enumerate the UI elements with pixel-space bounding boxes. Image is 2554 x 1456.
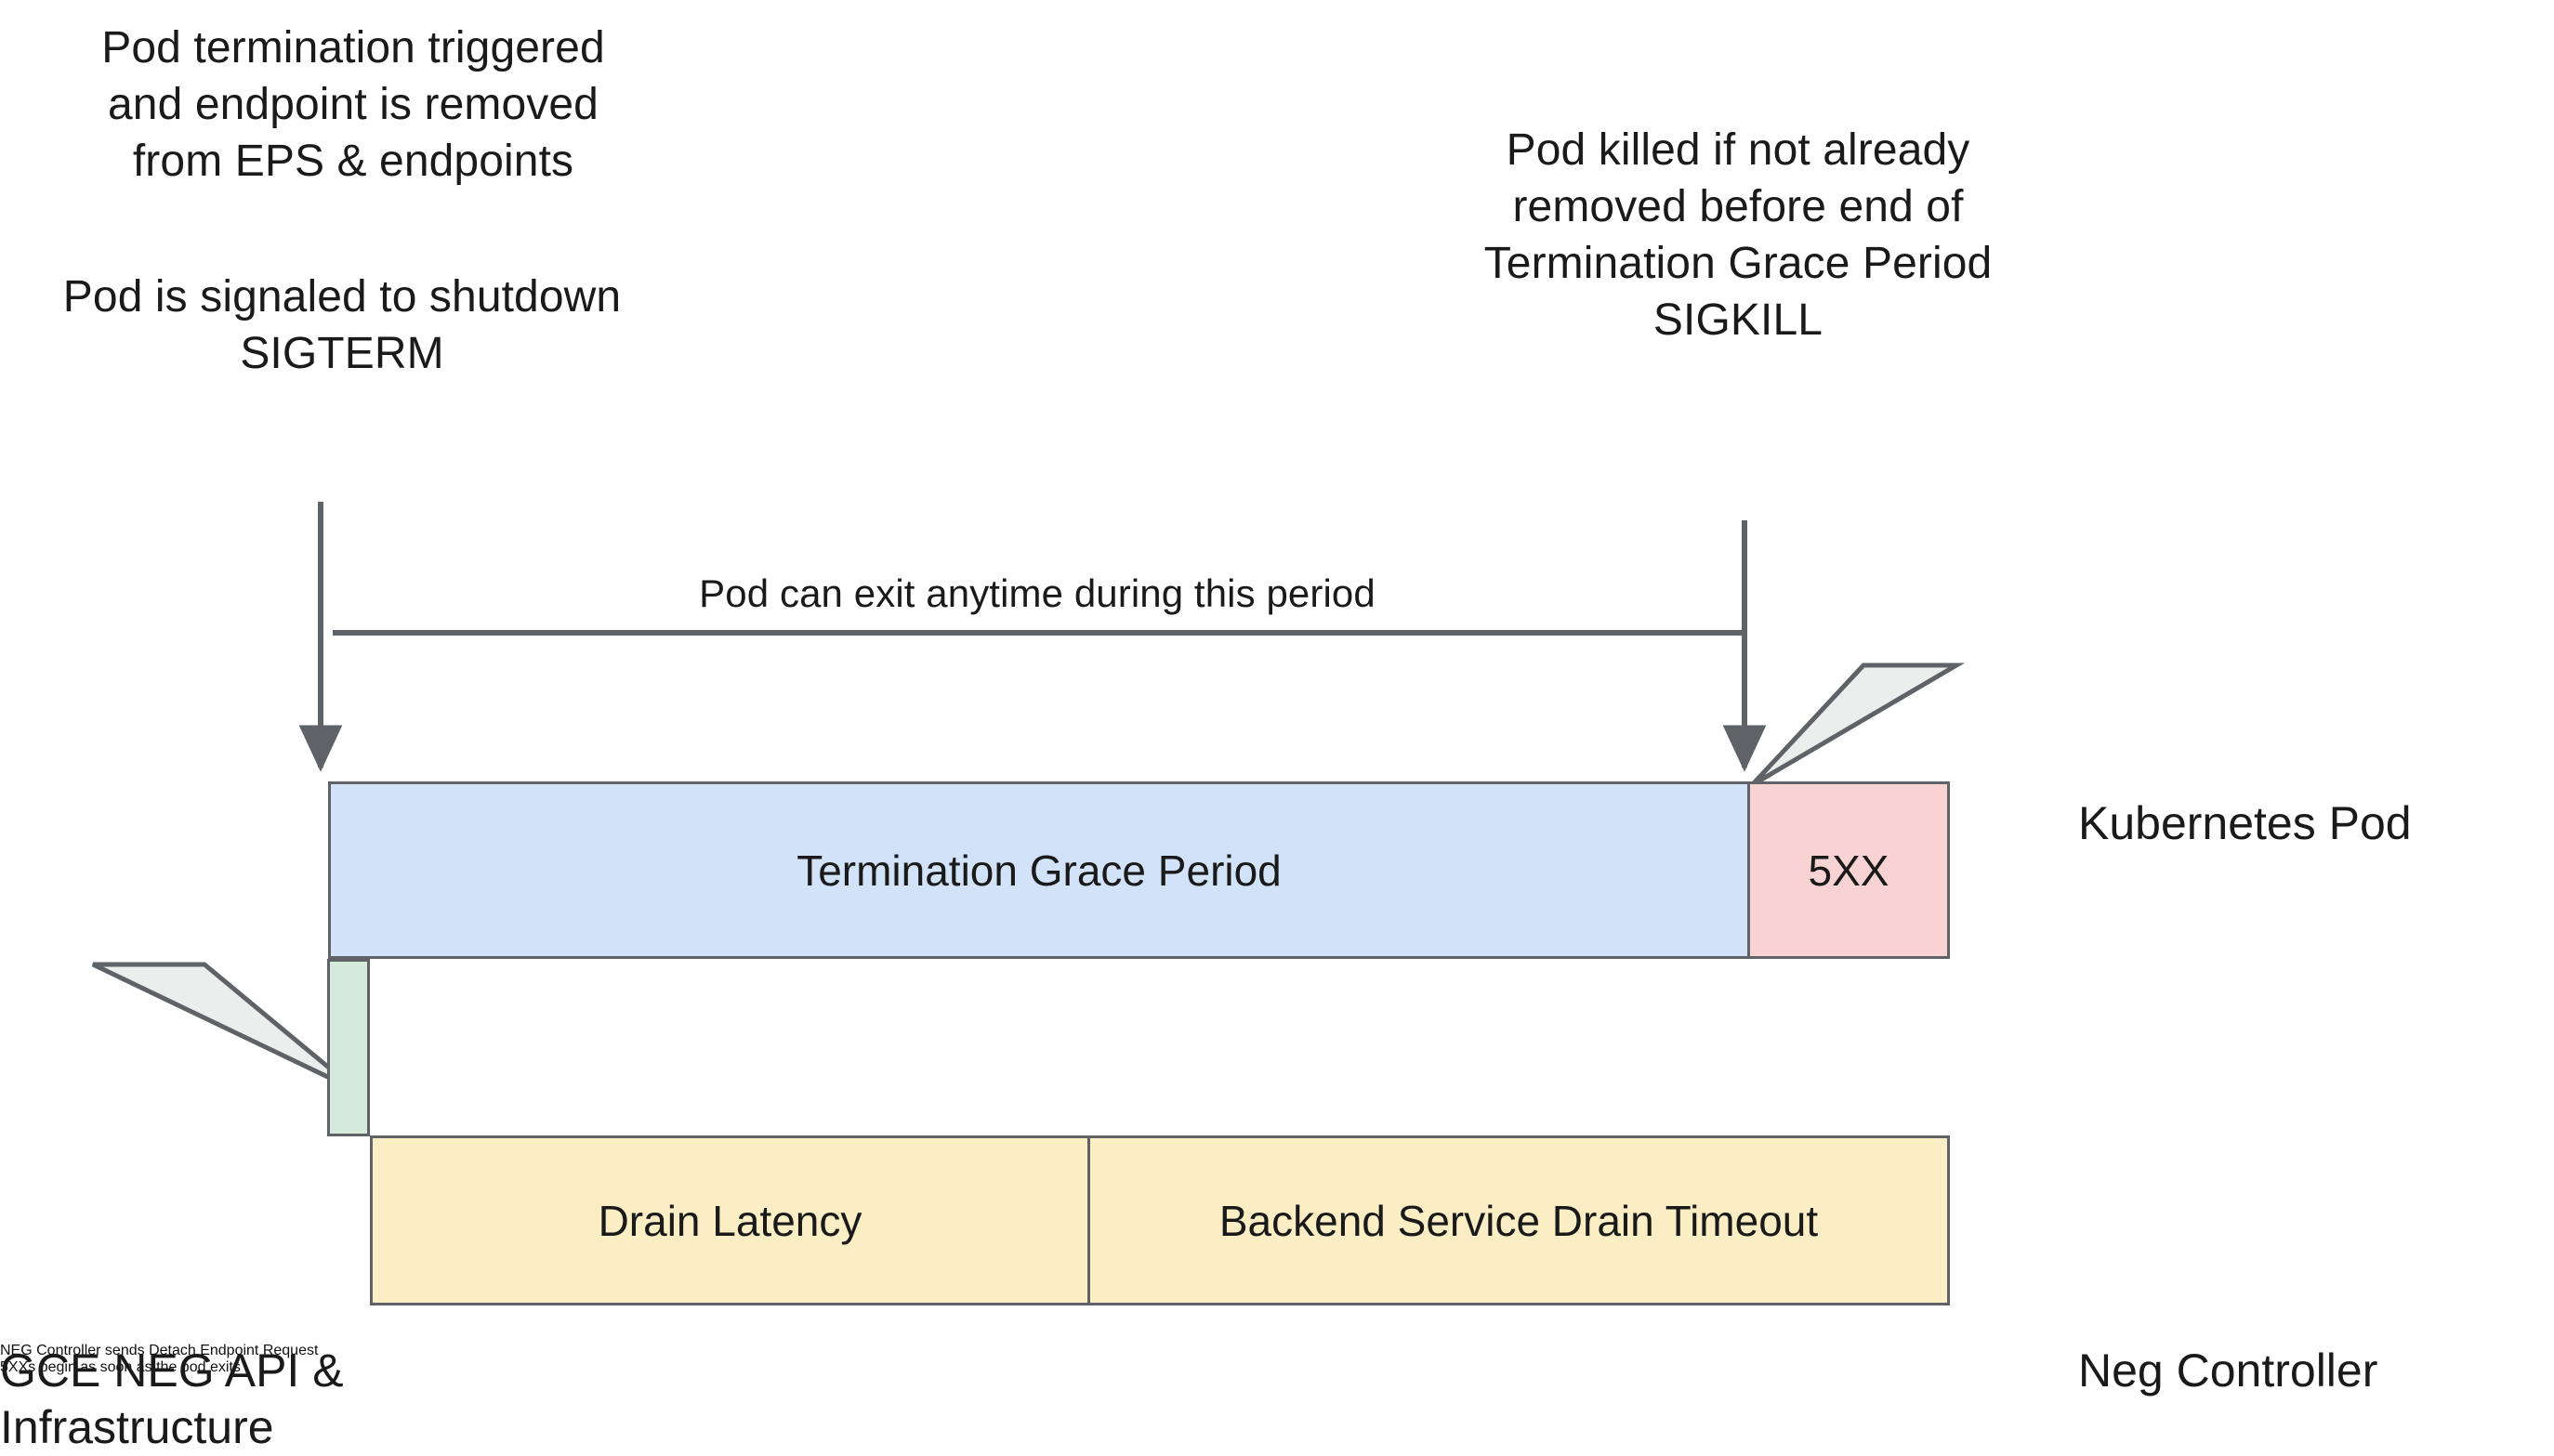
diagram-canvas: Pod termination triggered and endpoint i…	[0, 23, 2412, 1453]
bar-backend-service-drain-timeout[interactable]: Backend Service Drain Timeout	[1087, 1135, 1950, 1305]
annotation-pod-sigterm: Pod is signaled to shutdown SIGTERM	[62, 272, 622, 378]
bar-termination-grace-period[interactable]: Termination Grace Period	[328, 781, 1747, 959]
row-label-kubernetes-pod: Kubernetes Pod	[2078, 797, 2412, 849]
row-label-gce-neg-api: GCE NEG API & Infrastructure	[0, 1345, 344, 1453]
bar-drain-latency-label: Drain Latency	[598, 1196, 862, 1245]
bar-termination-grace-period-label: Termination Grace Period	[796, 846, 1282, 895]
bar-5xx-label: 5XX	[1808, 846, 1889, 895]
annotation-pod-sigkill: Pod killed if not already removed before…	[1483, 125, 1993, 345]
bar-drain-latency[interactable]: Drain Latency	[370, 1135, 1087, 1305]
connector-overlay	[91, 502, 1966, 1094]
bar-backend-service-drain-timeout-label: Backend Service Drain Timeout	[1218, 1196, 1819, 1245]
annotation-pod-termination-triggered: Pod termination triggered and endpoint i…	[101, 23, 605, 186]
bubble-tail-neg	[91, 962, 359, 1094]
bar-neg-controller-activity[interactable]	[327, 959, 370, 1136]
row-label-neg-controller: Neg Controller	[2078, 1345, 2378, 1397]
bubble-tail-5xx	[1750, 662, 1966, 788]
caption-pod-can-exit-anytime: Pod can exit anytime during this period	[699, 571, 1376, 615]
bar-5xx[interactable]: 5XX	[1747, 781, 1950, 959]
